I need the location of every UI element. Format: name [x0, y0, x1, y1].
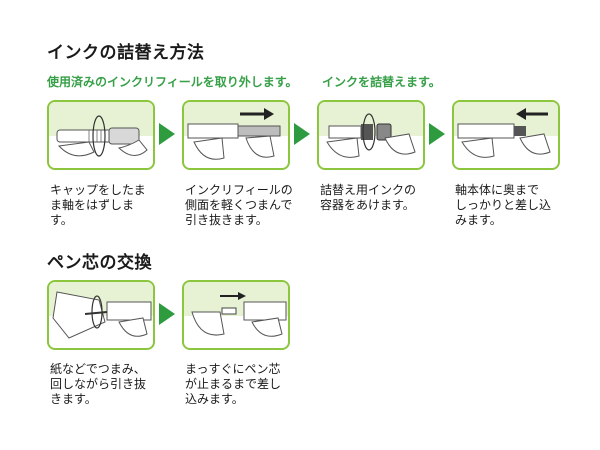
- step-arrow-icon: [159, 303, 175, 325]
- step4-caption: 軸本体に奥まで しっかりと差し込 みます。: [455, 183, 552, 227]
- pen-step2-caption: まっすぐにペン芯 が止まるまで差し 込みます。: [185, 362, 282, 406]
- subtitle-replace-ink: インクを詰替えます。: [322, 75, 441, 89]
- pen-step1-caption: 紙などでつまみ、 回しながら引き抜 きます。: [50, 362, 147, 406]
- subtitle-remove-refill: 使用済みのインクリフィールを取り外します。: [47, 75, 298, 89]
- pen-step2-illustration: [182, 280, 290, 350]
- step-arrow-icon: [159, 123, 175, 145]
- step-arrow-icon: [294, 123, 310, 145]
- step2-caption: インクリフィールの 側面を軽くつまんで 引き抜きます。: [185, 183, 293, 227]
- step2-illustration: [182, 100, 290, 170]
- step1-caption: キャップをしたま ま軸をはずしま す。: [50, 183, 146, 227]
- step4-illustration: [452, 100, 560, 170]
- pen-step1-illustration: [47, 280, 155, 350]
- step1-illustration: [47, 100, 155, 170]
- step-arrow-icon: [429, 123, 445, 145]
- step3-caption: 詰替え用インクの 容器をあけます。: [320, 183, 417, 212]
- section-title-ink-refill: インクの詰替え方法: [47, 43, 205, 63]
- section-title-nib-replacement: ペン芯の交換: [47, 253, 152, 273]
- step3-illustration: [317, 100, 425, 170]
